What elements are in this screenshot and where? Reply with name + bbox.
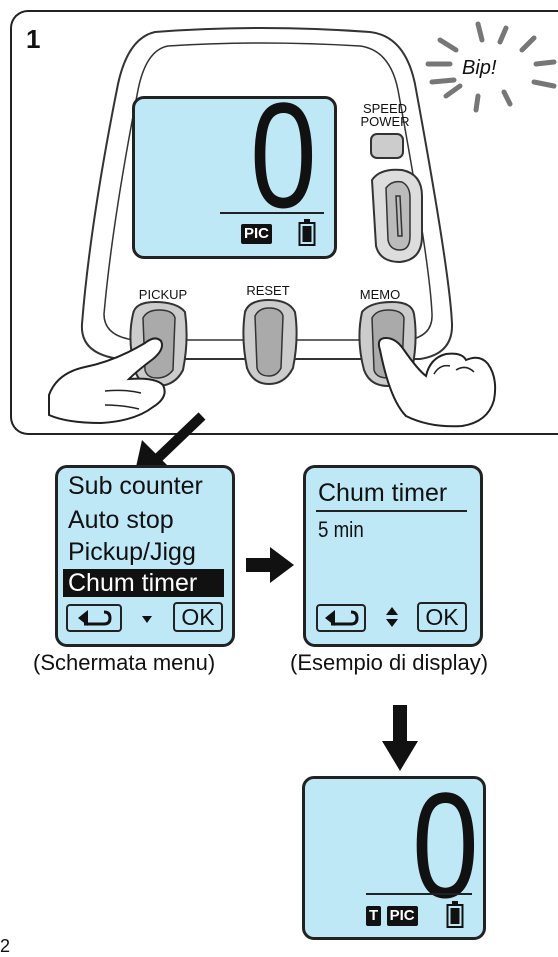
right-hand-icon: [377, 336, 497, 428]
sound-text: Bip!: [462, 57, 497, 79]
memo-label: MEMO: [359, 287, 401, 302]
timer-badge: T: [366, 906, 382, 926]
example-screen-caption: (Esempio di display): [290, 650, 489, 675]
menu-back-button[interactable]: [66, 604, 122, 632]
back-arrow-icon: [325, 610, 359, 626]
arrow-down-icon: [382, 705, 418, 771]
page-number: 2: [0, 936, 11, 956]
menu-screen-caption: (Schermata menu): [33, 650, 216, 675]
menu-item-auto-stop: Auto stop: [68, 506, 174, 534]
speed-power-label: SPEED POWER: [360, 101, 410, 129]
device-display-value: 0: [250, 71, 317, 239]
menu-ok-button[interactable]: OK: [173, 602, 223, 632]
reset-label: RESET: [246, 283, 290, 298]
result-display-value: 0: [412, 761, 479, 929]
battery-icon: [446, 901, 464, 928]
back-arrow-icon: [78, 610, 112, 626]
step-number: 1: [26, 24, 41, 54]
pickup-label: PICKUP: [138, 287, 188, 302]
spool-dial[interactable]: [362, 166, 432, 266]
reset-button[interactable]: [237, 298, 303, 388]
result-divider: [366, 893, 472, 895]
pic-mode-badge: PIC: [241, 224, 273, 244]
speed-power-button[interactable]: [370, 133, 404, 159]
menu-item-chum-timer-selected: Chum timer: [63, 569, 224, 597]
battery-icon: [298, 219, 316, 246]
display-divider: [220, 212, 324, 214]
example-value: 5 min: [318, 517, 364, 542]
arrow-right-icon: [246, 547, 294, 583]
example-divider: [316, 510, 467, 512]
example-ok-button[interactable]: OK: [417, 602, 467, 632]
menu-down-indicator-icon: [142, 616, 152, 623]
example-title: Chum timer: [318, 479, 448, 507]
step-frame: [10, 10, 558, 435]
example-back-button[interactable]: [316, 604, 366, 632]
sound-burst-icon: [425, 21, 557, 113]
menu-item-sub-counter: Sub counter: [68, 472, 203, 500]
pic-mode-badge: PIC: [386, 906, 418, 926]
up-down-indicator-icon: [386, 607, 398, 627]
menu-item-pickup-jigg: Pickup/Jigg: [68, 538, 196, 566]
left-hand-icon: [48, 337, 166, 425]
